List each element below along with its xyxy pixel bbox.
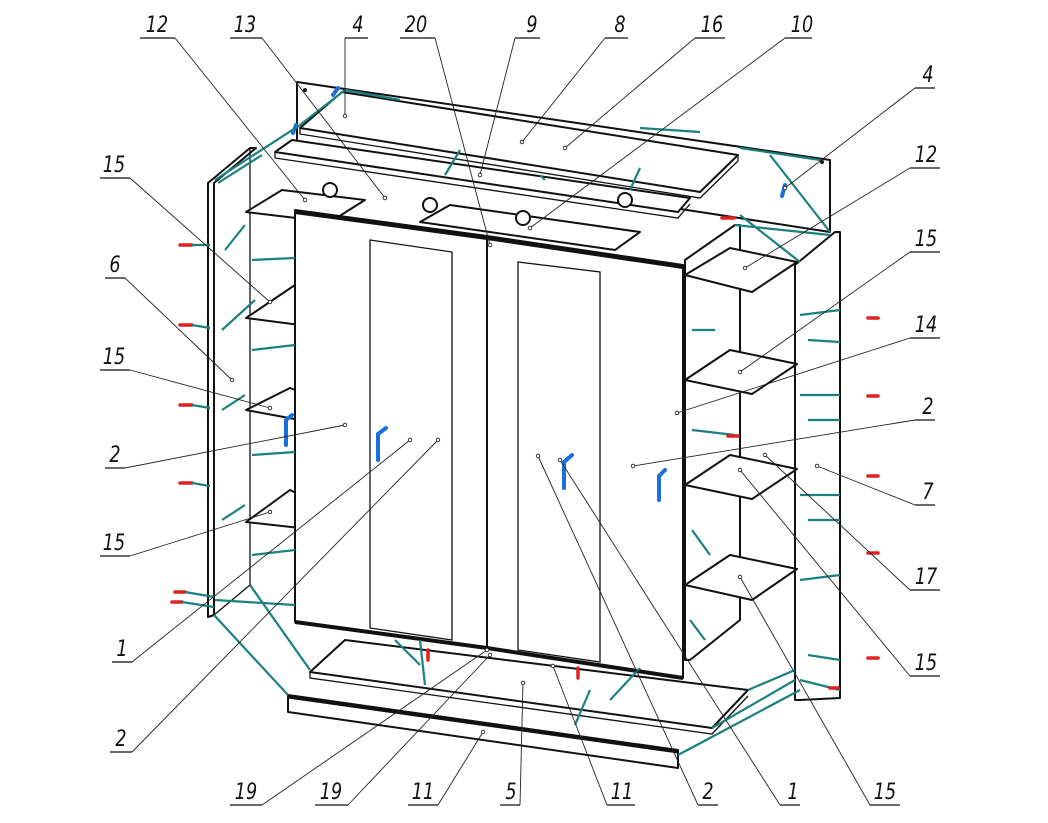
callout-label: 1: [787, 779, 798, 804]
callout-19-b: 19: [315, 652, 493, 806]
callout-15-l2: 15: [100, 344, 273, 411]
callout-2-right: 2: [630, 394, 935, 469]
callout-label: 20: [405, 12, 427, 37]
callout-label: 12: [146, 12, 168, 37]
callout-6: 6: [105, 252, 235, 383]
callout-label: 1: [116, 636, 127, 661]
callout-11-b: 11: [550, 663, 635, 806]
callout-16: 16: [562, 12, 725, 151]
callout-15-l1: 15: [100, 152, 273, 305]
callout-12-right: 12: [742, 142, 940, 271]
callout-5: 5: [500, 680, 526, 806]
callout-label: 2: [922, 394, 933, 419]
callout-label: 11: [611, 779, 633, 804]
callout-9: 9: [477, 12, 540, 178]
callout-label: 15: [103, 152, 125, 177]
callout-15-l3: 15: [100, 509, 273, 557]
callout-12: 12: [140, 12, 308, 203]
callout-14: 14: [674, 312, 940, 416]
callout-label: 17: [915, 564, 938, 589]
callout-2-left: 2: [105, 422, 348, 469]
callout-label: 8: [614, 12, 625, 37]
left-side-panel: [207, 147, 257, 618]
callout-10: 10: [527, 12, 813, 231]
callout-label: 11: [412, 779, 434, 804]
callout-2-bottom: 2: [535, 453, 718, 806]
callout-20: 20: [400, 12, 493, 248]
callout-label: 9: [526, 12, 537, 37]
callout-15-r1: 15: [737, 226, 940, 375]
callout-label: 15: [915, 650, 937, 675]
callout-label: 16: [701, 12, 723, 37]
callout-4: 4: [342, 12, 368, 119]
fittings: [170, 88, 880, 756]
callout-11-a: 11: [408, 729, 486, 806]
callout-label: 5: [505, 779, 516, 804]
callout-label: 15: [915, 226, 937, 251]
callout-label: 14: [915, 312, 937, 337]
callout-17: 17: [762, 452, 940, 591]
callout-15-r2: 15: [737, 467, 940, 677]
callout-label: 15: [103, 344, 125, 369]
callout-label: 4: [352, 12, 363, 37]
callout-label: 10: [791, 12, 813, 37]
callout-label: 2: [702, 779, 713, 804]
callout-label: 2: [109, 442, 120, 467]
callout-4-right: 4: [782, 62, 935, 191]
right-door: [486, 235, 684, 680]
callout-13: 13: [230, 12, 388, 201]
callout-label: 12: [915, 142, 937, 167]
callout-2-lower-left: 2: [110, 437, 441, 753]
callout-label: 15: [874, 779, 896, 804]
upper-shelf: [274, 139, 691, 213]
callout-1-left: 1: [112, 437, 413, 663]
callouts: 12 13 4 20 9 8 16 10 4 12 15 14 2 7 17 1…: [100, 12, 940, 806]
callout-label: 6: [109, 252, 120, 277]
callout-label: 19: [235, 779, 257, 804]
callout-1-bottom: 1: [557, 457, 800, 806]
callout-15-r3: 15: [737, 574, 900, 806]
callout-label: 13: [234, 12, 256, 37]
callout-label: 15: [103, 530, 125, 555]
callout-label: 7: [922, 479, 933, 504]
callout-19-a: 19: [230, 647, 490, 806]
callout-8: 8: [519, 12, 628, 145]
left-shelves: [245, 182, 633, 529]
callout-7: 7: [814, 463, 935, 506]
callout-label: 19: [320, 779, 342, 804]
left-door: [294, 209, 488, 650]
callout-label: 2: [115, 726, 126, 751]
callout-label: 4: [922, 62, 933, 87]
